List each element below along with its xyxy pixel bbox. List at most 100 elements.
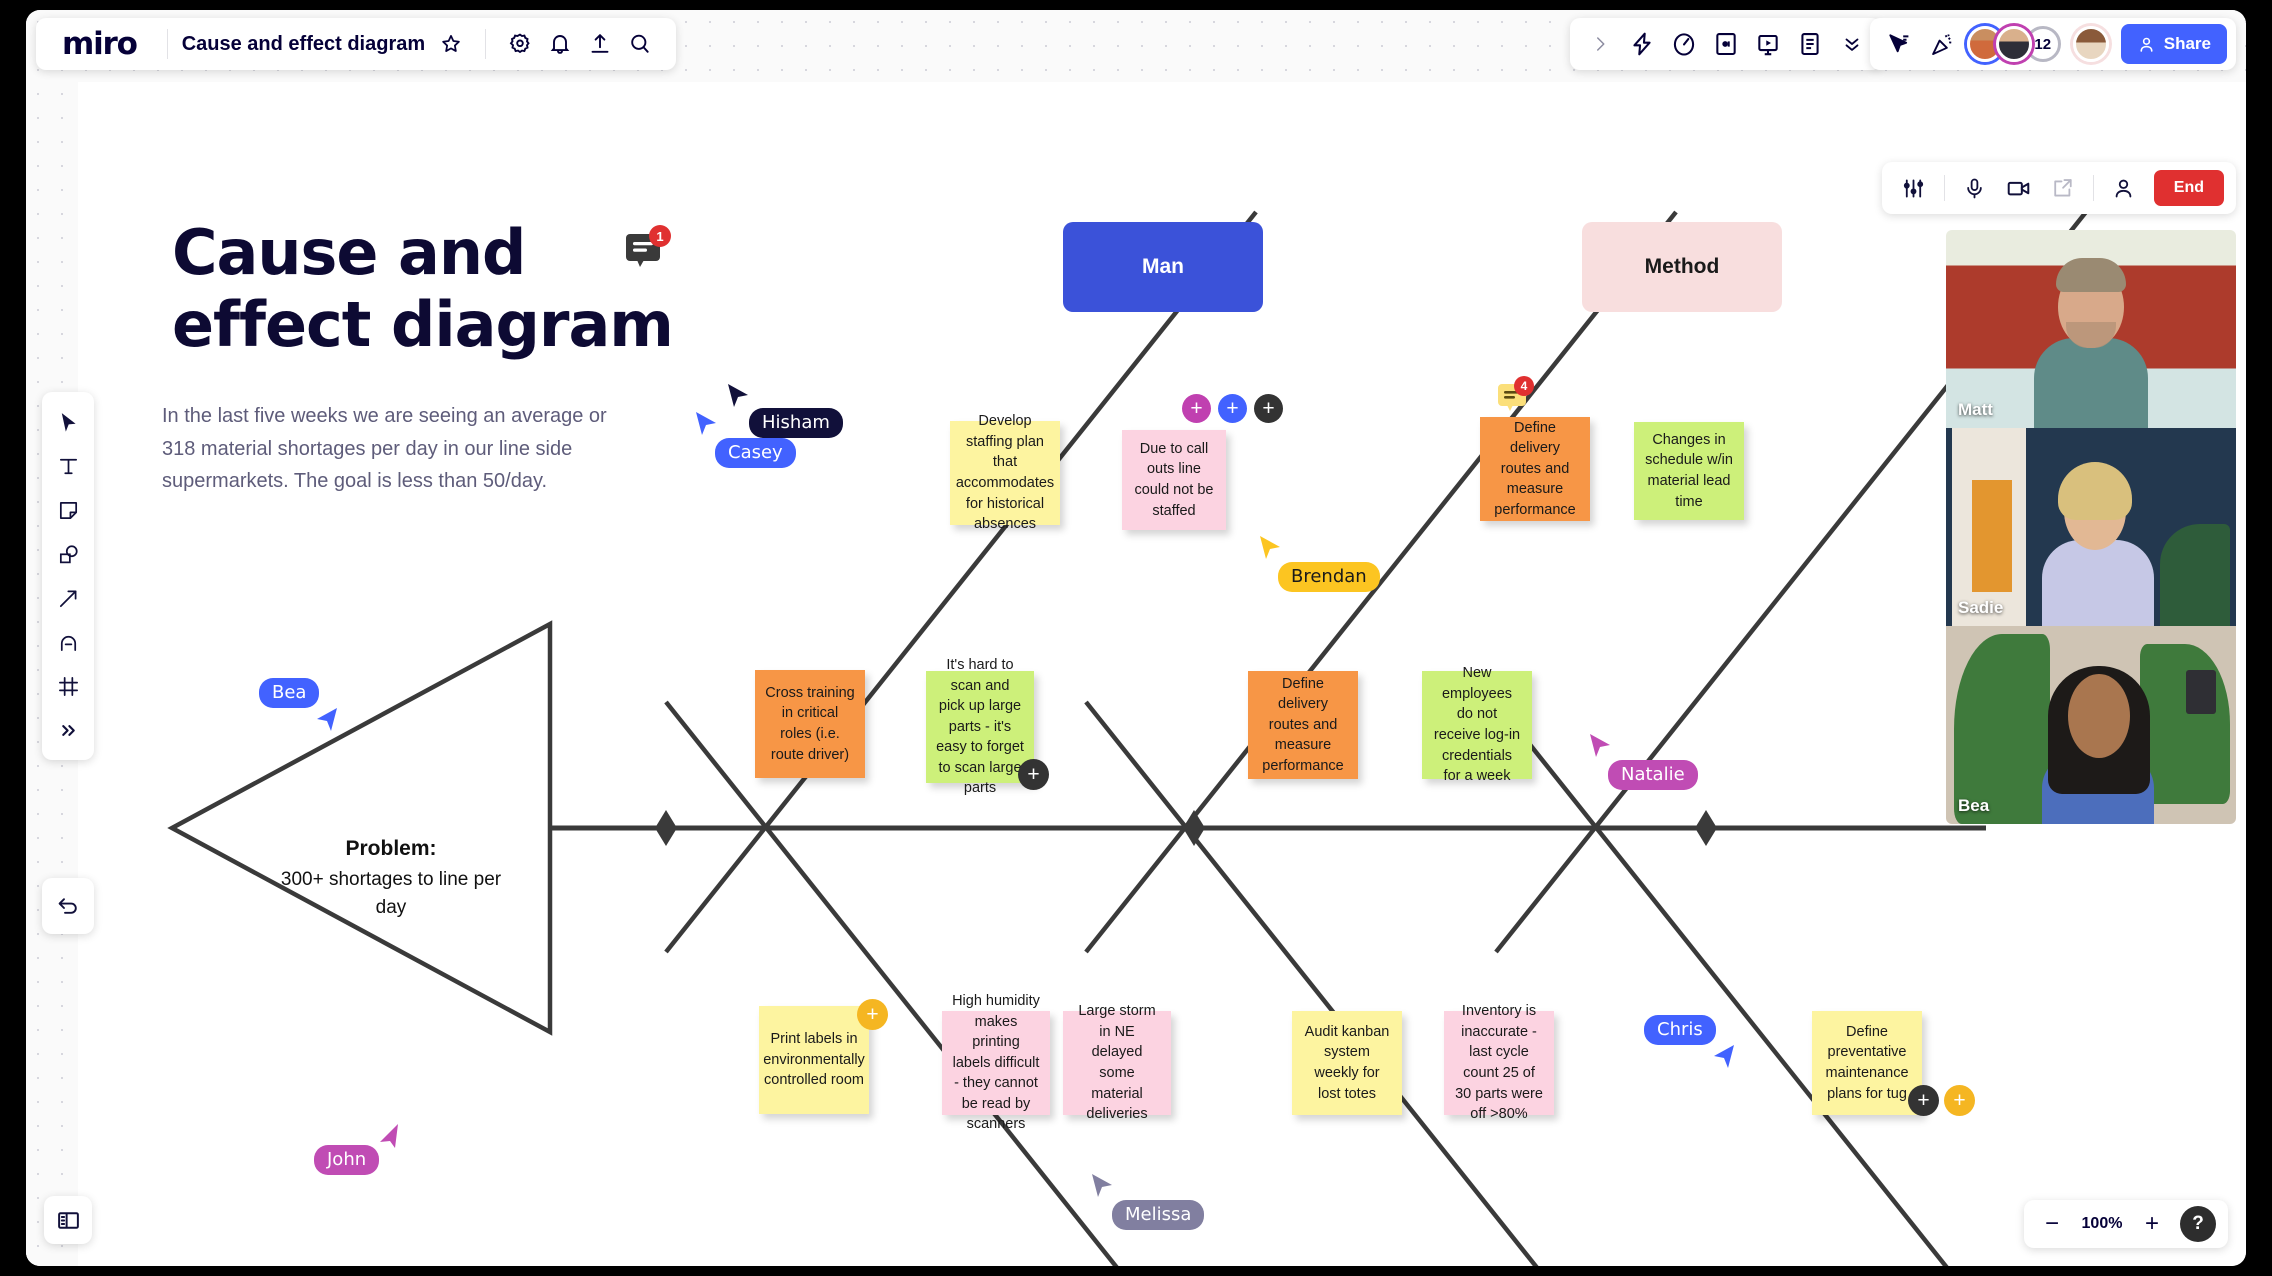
chevrons-down-icon[interactable] <box>1832 24 1872 64</box>
gear-icon[interactable] <box>500 24 540 64</box>
sticky-note[interactable]: Develop staffing plan that accommodates … <box>950 413 1060 532</box>
bell-icon[interactable] <box>540 24 580 64</box>
upload-icon[interactable] <box>580 24 620 64</box>
cursor-name-label: Brendan <box>1278 562 1380 592</box>
board-header-card: miro Cause and effect diagram <box>36 18 677 70</box>
video-tile-bea[interactable]: Bea <box>1946 626 2236 824</box>
pen-icon <box>60 635 76 651</box>
sticky-note-text: Define delivery routes and measure perfo… <box>1494 419 1576 518</box>
sticky-note-text: High humidity makes printing labels diff… <box>952 992 1040 1133</box>
current-user-avatar[interactable] <box>2072 26 2109 62</box>
star-icon[interactable] <box>431 24 471 64</box>
sticky-note[interactable]: Changes in schedule w/in material lead t… <box>1634 422 1744 520</box>
fishbone-diagram: Cause and effect diagram 1 In the last f… <box>26 82 2246 1266</box>
sticky-note[interactable]: Cross training in critical roles (i.e. r… <box>755 670 865 778</box>
divider <box>485 29 487 59</box>
sticky-note[interactable]: New employees do not receive log-in cred… <box>1422 665 1532 784</box>
problem-label: Problem: 300+ shortages to line per day <box>276 837 506 921</box>
extra-collaborators-count[interactable]: 12 <box>2024 26 2061 62</box>
sticky-note[interactable]: Inventory is inaccurate - last cycle cou… <box>1444 1003 1554 1122</box>
sliders-icon[interactable] <box>1894 168 1934 208</box>
connector-tool[interactable] <box>48 576 88 620</box>
sticky-note-text: Develop staffing plan that accommodates … <box>955 413 1055 533</box>
title-comment-icon[interactable]: 1 <box>626 225 671 277</box>
video-tile-sadie[interactable]: Sadie <box>1946 428 2236 626</box>
video-participants-panel: Matt Sadie Bea <box>1946 230 2236 824</box>
sticky-note-tool[interactable] <box>48 488 88 532</box>
share-label: Share <box>2163 34 2211 53</box>
pen-tool[interactable] <box>48 620 88 664</box>
help-button[interactable]: ? <box>2180 1206 2216 1242</box>
miro-logo[interactable]: miro <box>62 25 138 62</box>
add-reaction-badge[interactable]: + <box>1254 394 1283 423</box>
camera-icon[interactable] <box>1999 168 2039 208</box>
end-call-button[interactable]: End <box>2153 170 2224 206</box>
sticky-note[interactable]: Define delivery routes and measure perfo… <box>1248 671 1358 779</box>
cursor-name-label: Melissa <box>1112 1200 1205 1230</box>
sticky-note[interactable]: It's hard to scan and pick up large part… <box>926 657 1034 796</box>
select-tool[interactable] <box>48 400 88 444</box>
undo-button[interactable] <box>48 884 88 928</box>
add-reaction-badge[interactable]: + <box>1944 1085 1975 1116</box>
cursor-name-label: Casey <box>715 438 796 468</box>
shapes-tool[interactable] <box>48 532 88 576</box>
frame-tool[interactable] <box>48 664 88 708</box>
doorway <box>1972 480 2012 592</box>
document-icon[interactable] <box>1790 24 1830 64</box>
add-reaction-badge[interactable]: + <box>1908 1085 1939 1116</box>
text-tool[interactable] <box>48 444 88 488</box>
plant <box>2160 524 2230 626</box>
video-note-icon[interactable] <box>1706 24 1746 64</box>
collaboration-card: 12 Share <box>1869 18 2236 70</box>
microphone-icon[interactable] <box>1955 168 1995 208</box>
category-box-method[interactable]: Method <box>1582 222 1782 312</box>
add-reaction-badge[interactable]: + <box>1218 394 1247 423</box>
video-tile-matt[interactable]: Matt <box>1946 230 2236 428</box>
lightning-icon[interactable] <box>1622 24 1662 64</box>
add-reaction-badge[interactable]: + <box>857 999 888 1030</box>
sticky-note[interactable]: Define preventative maintenance plans fo… <box>1812 1011 1922 1115</box>
share-button[interactable]: Share <box>2120 24 2227 64</box>
collaborator-avatars[interactable]: 12 <box>1966 26 2061 62</box>
frame-icon <box>58 676 78 696</box>
more-tools[interactable] <box>48 708 88 752</box>
side-panel-toggle[interactable] <box>44 1196 92 1244</box>
sticky-note-icon <box>59 501 77 519</box>
add-reaction-badge[interactable]: + <box>1182 394 1211 423</box>
sticky-note[interactable]: High humidity makes printing labels diff… <box>942 993 1050 1132</box>
sticky-note-text: Audit kanban system weekly for lost tote… <box>1304 1023 1390 1102</box>
sticky-note[interactable]: Define delivery routes and measure perfo… <box>1480 417 1590 521</box>
presentation-icon[interactable] <box>1748 24 1788 64</box>
top-bar: miro Cause and effect diagram <box>26 10 2246 82</box>
screen-share-icon[interactable] <box>2043 168 2083 208</box>
zoom-controls: − 100% + ? <box>2024 1200 2228 1248</box>
sticky-note[interactable]: Print labels in environmentally controll… <box>759 1006 869 1114</box>
timer-icon[interactable] <box>1664 24 1704 64</box>
zoom-out-button[interactable]: − <box>2044 1210 2059 1237</box>
arrow-icon <box>59 590 76 607</box>
board-canvas[interactable]: Cause and effect diagram 1 In the last f… <box>26 82 2246 1266</box>
board-title[interactable]: Cause and effect diagram <box>181 32 426 55</box>
sticky-note[interactable]: Large storm in NE delayed some material … <box>1063 1003 1171 1122</box>
add-reaction-badge[interactable]: + <box>1018 759 1049 790</box>
cursor-name-label: Natalie <box>1608 760 1698 790</box>
sticky-note[interactable]: Due to call outs line could not be staff… <box>1122 430 1226 530</box>
hair <box>2056 258 2126 292</box>
sticky-note[interactable]: Audit kanban system weekly for lost tote… <box>1292 1011 1402 1115</box>
zoom-in-button[interactable]: + <box>2144 1210 2159 1237</box>
video-call-toolbar: End <box>1881 162 2236 214</box>
sticky-note-text: It's hard to scan and pick up large part… <box>936 656 1024 797</box>
cursor-chat-icon[interactable] <box>1879 24 1919 64</box>
category-box-man[interactable]: Man <box>1063 222 1263 312</box>
sticky-note-text: Define preventative maintenance plans fo… <box>1825 1023 1909 1102</box>
cursor-name-label: Hisham <box>749 408 843 438</box>
person-icon[interactable] <box>2104 168 2144 208</box>
avatar[interactable] <box>1995 26 2032 62</box>
undo-icon <box>58 898 77 914</box>
celebrate-icon[interactable] <box>1923 24 1963 64</box>
cursor-arrow-icon <box>1260 536 1280 559</box>
search-icon[interactable] <box>620 24 660 64</box>
expand-chevron-icon[interactable] <box>1580 24 1620 64</box>
sticky-note-text: New employees do not receive log-in cred… <box>1433 665 1521 785</box>
note-comment-icon[interactable]: 4 <box>1498 376 1534 421</box>
